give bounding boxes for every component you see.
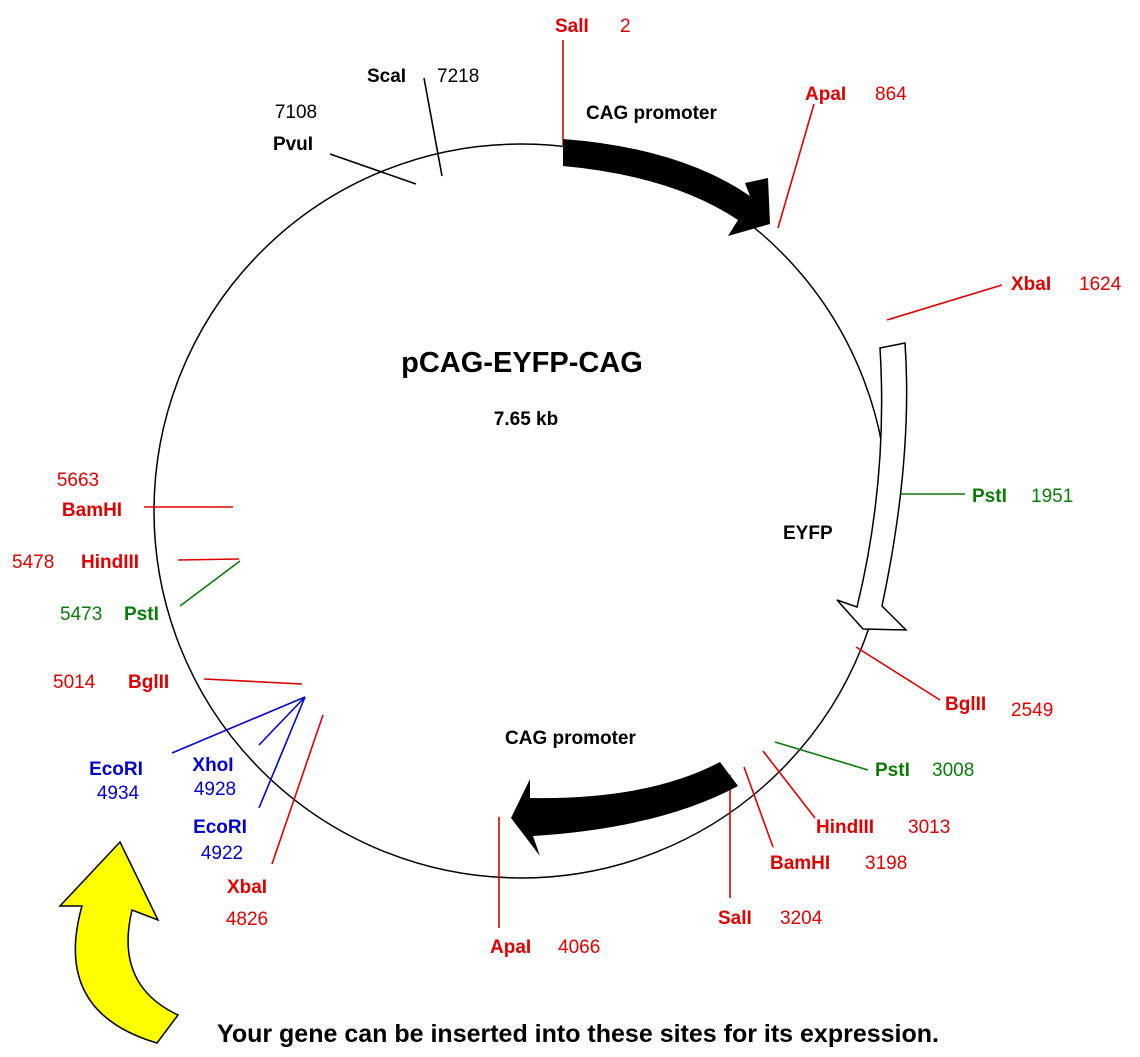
site-enzyme-psti-5473: PstI (124, 604, 159, 625)
insertion-note: Your gene can be inserted into these sit… (217, 1020, 939, 1048)
site-line-ecori-4934 (171, 696, 306, 754)
site-position-sali-2: 2 (620, 16, 631, 37)
site-position-psti-1951: 1951 (1031, 486, 1073, 507)
cag-promoter-1-arrow (563, 139, 770, 236)
site-line-apai-864 (777, 103, 815, 229)
site-enzyme-hindiii-5478: HindIII (81, 552, 139, 573)
site-position-sali-3204: 3204 (780, 908, 823, 929)
site-enzyme-bamhi-5663: BamHI (62, 500, 122, 521)
site-line-ecori-4922 (258, 696, 306, 809)
site-position-ecori-4934: 4934 (97, 783, 140, 804)
site-enzyme-bamhi-3198: BamHI (770, 853, 830, 874)
site-position-xhoi-4928: 4928 (194, 779, 236, 800)
site-line-hindiii-5478 (177, 558, 240, 561)
site-line-hindiii-3013 (762, 750, 816, 819)
site-position-apai-4066: 4066 (558, 937, 600, 958)
site-line-xhoi-4928 (258, 696, 306, 746)
site-position-hindiii-5478: 5478 (12, 552, 54, 573)
feature-label-eyfp: EYFP (783, 523, 833, 544)
site-line-bglii-5014 (203, 678, 303, 685)
site-enzyme-ecori-4934: EcoRI (89, 759, 143, 780)
feature-label-cag-promoter-2: CAG promoter (505, 728, 637, 749)
site-line-bamhi-3198 (743, 766, 774, 848)
site-position-bamhi-3198: 3198 (865, 853, 907, 874)
site-position-psti-3008: 3008 (932, 760, 974, 781)
site-line-scai-7218 (423, 77, 443, 177)
site-position-bamhi-5663: 5663 (57, 470, 99, 491)
site-line-psti-5473 (179, 560, 241, 607)
site-position-pvui-7108: 7108 (275, 102, 317, 123)
site-enzyme-psti-1951: PstI (972, 486, 1007, 507)
plasmid-size: 7.65 kb (494, 409, 558, 430)
curved-arrow-icon (58, 840, 180, 1044)
site-position-xbai-1624: 1624 (1079, 274, 1122, 295)
site-enzyme-sali-2: SalI (555, 16, 589, 37)
plasmid-name: pCAG-EYFP-CAG (401, 347, 643, 379)
plasmid-backbone (153, 143, 889, 879)
feature-label-cag-promoter-1: CAG promoter (586, 103, 718, 124)
eyfp-arrow (836, 342, 908, 631)
site-line-bglii-2549 (855, 646, 941, 701)
site-position-scai-7218: 7218 (437, 66, 479, 87)
site-enzyme-sali-3204: SalI (718, 908, 752, 929)
site-line-xbai-4826 (271, 714, 324, 865)
site-position-xbai-4826: 4826 (226, 909, 268, 930)
site-position-ecori-4922: 4922 (201, 843, 243, 864)
site-enzyme-apai-864: ApaI (805, 84, 846, 105)
site-enzyme-ecori-4922: EcoRI (193, 817, 247, 838)
site-position-bglii-2549: 2549 (1011, 700, 1053, 721)
site-enzyme-apai-4066: ApaI (490, 937, 531, 958)
cag-promoter-2-arrow (511, 762, 738, 856)
site-enzyme-scai-7218: ScaI (367, 66, 406, 87)
site-lines (144, 40, 1003, 928)
site-enzyme-bglii-5014: BglII (128, 672, 169, 693)
site-line-xbai-1624 (886, 284, 1003, 321)
site-position-apai-864: 864 (875, 84, 907, 105)
site-position-psti-5473: 5473 (60, 604, 102, 625)
site-position-hindiii-3013: 3013 (908, 817, 950, 838)
site-enzyme-psti-3008: PstI (875, 760, 910, 781)
site-enzyme-xbai-1624: XbaI (1011, 274, 1051, 295)
site-line-psti-3008 (774, 741, 869, 771)
site-enzyme-xhoi-4928: XhoI (192, 755, 233, 776)
site-enzyme-bglii-2549: BglII (945, 694, 986, 715)
site-enzyme-pvui-7108: PvuI (273, 134, 313, 155)
site-position-bglii-5014: 5014 (53, 672, 96, 693)
site-enzyme-hindiii-3013: HindIII (816, 817, 874, 838)
site-line-pvui-7108 (329, 153, 417, 185)
site-enzyme-xbai-4826: XbaI (227, 877, 267, 898)
